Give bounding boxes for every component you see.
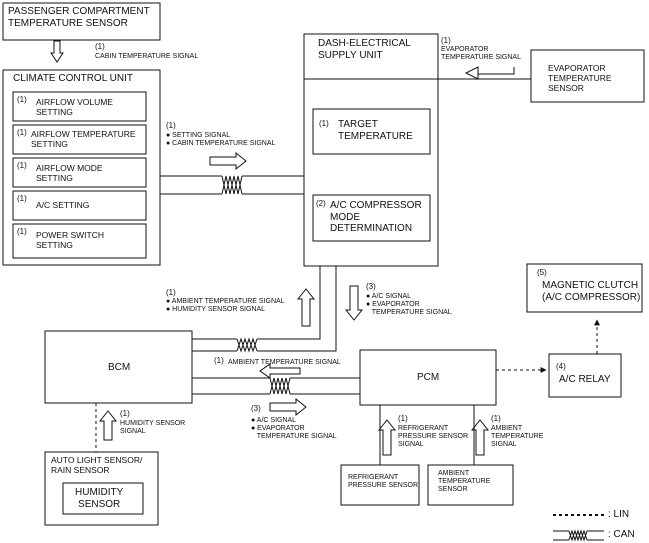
climate-setting-label-4: A/C SETTING: [36, 200, 90, 210]
ambient-pcm-signal-label: AMBIENT TEMPERATURE SIGNAL: [491, 425, 544, 449]
refrigerant-signal-label: REFRIGERANT PRESSURE SENSOR SIGNAL: [398, 425, 469, 449]
can-line-climate-dash: [160, 175, 304, 195]
climate-setting-label-1: AIRFLOW VOLUME SETTING: [36, 97, 113, 117]
target-temp-box: [312, 108, 431, 155]
setting-signal-num: (1): [166, 121, 176, 130]
arrow-ambient-temp: [259, 363, 301, 379]
legend-can-lines: [553, 530, 604, 541]
arrow-evap-temp: [464, 66, 515, 80]
arrow-cabin-temp: [50, 40, 64, 63]
arrow-refrigerant: [377, 419, 397, 456]
can-twist-1: [221, 175, 243, 195]
ac-evap-label: ● A/C SIGNAL ● EVAPORATOR TEMPERATURE SI…: [366, 293, 452, 317]
arrow-ambient-pcm: [470, 419, 490, 456]
legend-can-twist: [568, 529, 588, 542]
ambient-sensor-label: AMBIENT TEMPERATURE SENSOR: [438, 470, 491, 494]
bcm-box: [44, 330, 193, 404]
ac-relay-label: A/C RELAY: [559, 374, 611, 385]
climate-setting-label-3: AIRFLOW MODE SETTING: [36, 163, 103, 183]
compressor-mode-box: [312, 194, 431, 242]
refrigerant-signal-num: (1): [398, 414, 408, 423]
evap-temp-num: (1): [441, 36, 451, 45]
cabin-temp-label: CABIN TEMPERATURE SIGNAL: [95, 53, 199, 60]
legend-can-label: : CAN: [608, 529, 635, 540]
ambient-humidity-label: ● AMBIENT TEMPERATURE SIGNAL ● HUMIDITY …: [166, 298, 285, 314]
climate-setting-box-4: [12, 190, 147, 221]
can-line-bcm-dash-2: [192, 266, 337, 352]
ambient-humidity-num: (1): [166, 288, 176, 297]
ac-evap-num: (3): [366, 282, 376, 291]
dash-unit-label: DASH-ELECTRICAL SUPPLY UNIT: [318, 38, 411, 61]
climate-setting-box-1: [12, 91, 147, 122]
pcm-label: PCM: [417, 372, 440, 383]
dash-function-num-2: (2): [316, 199, 326, 208]
arrow-humidity: [98, 410, 118, 441]
ac-evap-pcm-num: (3): [251, 404, 261, 413]
magnetic-clutch-label: MAGNETIC CLUTCH (A/C COMPRESSOR): [542, 280, 641, 303]
refrigerant-sensor-label: REFRIGERANT PRESSURE SENSOR: [348, 474, 419, 490]
climate-setting-box-2: [12, 124, 147, 155]
evap-sensor-box: [530, 49, 645, 103]
can-twist-3: [269, 377, 291, 395]
setting-signal-label: ● SETTING SIGNAL ● CABIN TEMPERATURE SIG…: [166, 132, 276, 148]
climate-setting-num-4: (1): [17, 194, 27, 203]
climate-setting-num-3: (1): [17, 161, 27, 170]
climate-setting-box-3: [12, 157, 147, 188]
dash-function-label-1: TARGET TEMPERATURE: [338, 119, 413, 142]
climate-setting-num-5: (1): [17, 227, 27, 236]
can-line-bcm-pcm: [192, 377, 360, 395]
relay-num: (4): [556, 362, 566, 371]
magnetic-clutch-box: [526, 263, 643, 313]
ac-evap-pcm-label: ● A/C SIGNAL ● EVAPORATOR TEMPERATURE SI…: [251, 417, 337, 441]
evap-temp-label: EVAPORATOR TEMPERATURE SIGNAL: [441, 46, 521, 62]
clutch-num: (5): [537, 268, 547, 277]
passenger-sensor-label: PASSENGER COMPARTMENT TEMPERATURE SENSOR: [8, 6, 150, 29]
dash-function-num-1: (1): [319, 119, 329, 128]
climate-setting-label-2: AIRFLOW TEMPERATURE SETTING: [31, 129, 136, 149]
climate-setting-num-1: (1): [17, 95, 27, 104]
humidity-signal-label: HUMIDITY SENSOR SIGNAL: [120, 420, 186, 436]
legend-lin-label: : LIN: [608, 509, 630, 520]
arrow-ambient-humidity: [296, 288, 316, 327]
ambient-sensor-box: [427, 464, 514, 506]
climate-setting-label-5: POWER SWITCH SETTING: [36, 230, 104, 250]
passenger-sensor-box: [2, 2, 161, 41]
dash-function-label-2: A/C COMPRESSOR MODE DETERMINATION: [330, 200, 422, 234]
climate-unit-box: [2, 69, 161, 266]
climate-setting-box-5: [12, 223, 147, 259]
humidity-sensor-label: HUMIDITY SENSOR: [75, 487, 124, 510]
humidity-sensor-box: [62, 482, 144, 515]
ambient-pcm-signal-num: (1): [491, 414, 501, 423]
ac-relay-box: [548, 353, 622, 398]
auto-light-sensor-box: [44, 451, 159, 526]
arrow-ac-evap-pcm: [269, 397, 307, 417]
ambient-temp-label: AMBIENT TEMPERATURE SIGNAL: [228, 359, 341, 366]
bcm-label: BCM: [108, 362, 131, 373]
arrow-ac-evap: [344, 285, 364, 321]
ambient-temp-num: (1): [214, 356, 224, 365]
climate-unit-label: CLIMATE CONTROL UNIT: [13, 73, 134, 84]
climate-setting-num-2: (1): [17, 128, 27, 137]
can-line-bcm-dash-1: [192, 266, 321, 340]
can-twist-2: [236, 337, 258, 353]
auto-light-sensor-label: AUTO LIGHT SENSOR/ RAIN SENSOR: [51, 455, 143, 475]
dash-unit-box: [303, 33, 439, 267]
humidity-signal-num: (1): [120, 409, 130, 418]
arrow-setting-signal: [209, 151, 247, 171]
evap-sensor-label: EVAPORATOR TEMPERATURE SENSOR: [548, 63, 612, 93]
cabin-temp-num: (1): [95, 42, 105, 51]
